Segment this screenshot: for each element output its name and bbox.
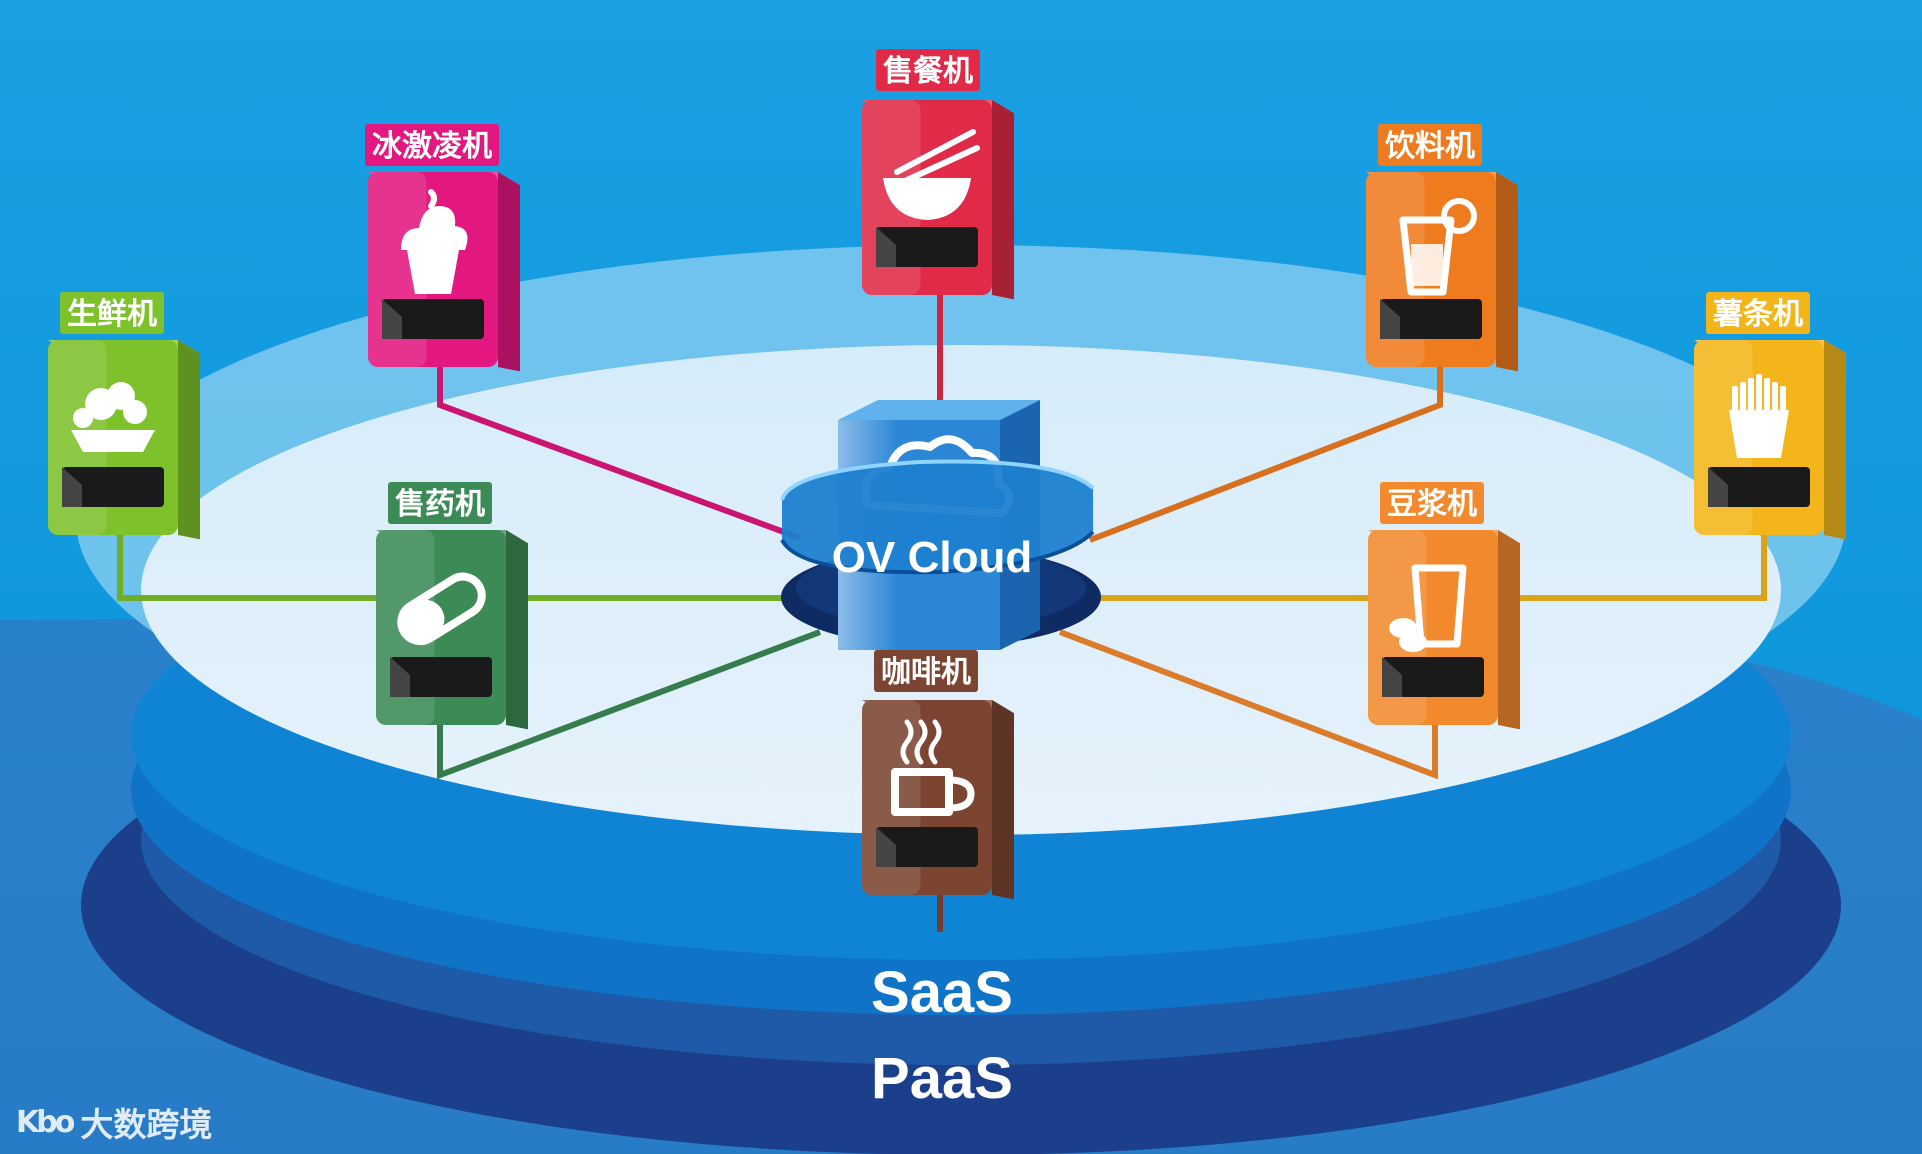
machine-label-medicine: 售药机 (388, 482, 492, 524)
machine-label-text: 售药机 (395, 487, 485, 522)
connector-drink (1088, 367, 1443, 543)
machine-label-fries: 薯条机 (1706, 292, 1810, 334)
machine-fresh: 生鲜机 (48, 292, 200, 540)
machine-label-text: 售餐机 (883, 54, 973, 89)
dispense-slot (876, 827, 978, 867)
machine-soymilk: 豆浆机 (1368, 482, 1520, 730)
machine-meal: 售餐机 (862, 49, 1014, 300)
paas-label: PaaS (871, 1046, 1013, 1111)
dispense-slot (1382, 657, 1484, 697)
machine-label-text: 薯条机 (1713, 297, 1803, 332)
dispense-slot (390, 657, 492, 697)
machine-coffee: 咖啡机 (862, 650, 1014, 900)
watermark-logo: Kbo (16, 1104, 75, 1140)
connector-fresh (117, 535, 790, 601)
machine-label-coffee: 咖啡机 (874, 650, 978, 692)
coffee-cup-icon (891, 719, 975, 816)
connection-lines (117, 295, 1767, 932)
dispense-slot (382, 299, 484, 339)
juice-glass-icon (1399, 198, 1477, 296)
machine-label-fresh: 生鲜机 (60, 292, 164, 334)
machine-medicine: 售药机 (376, 482, 528, 730)
machine-label-icecream: 冰激凌机 (365, 124, 499, 166)
watermark-text: 大数跨境 (80, 1105, 213, 1144)
vegetable-basket-icon (71, 382, 155, 452)
connector-medicine (437, 629, 822, 780)
watermark: Kbo 大数跨境 (16, 1100, 213, 1145)
machine-label-text: 饮料机 (1384, 129, 1475, 164)
machine-fries: 薯条机 (1694, 292, 1846, 540)
machine-label-text: 生鲜机 (67, 297, 157, 332)
dispense-slot (1380, 299, 1482, 339)
machine-drink: 饮料机 (1366, 124, 1518, 372)
cloud-ring (780, 459, 1095, 575)
pill-capsule-icon (397, 572, 486, 646)
saas-label: SaaS (871, 960, 1013, 1025)
machine-label-soymilk: 豆浆机 (1380, 482, 1484, 524)
soy-milk-cup-icon (1389, 564, 1467, 652)
connector-icecream (437, 367, 802, 541)
machine-icecream: 冰激凌机 (365, 124, 520, 372)
machine-label-meal: 售餐机 (876, 49, 980, 91)
machine-label-text: 豆浆机 (1387, 487, 1477, 522)
dispense-slot (62, 467, 164, 507)
machine-label-text: 冰激凌机 (372, 129, 492, 164)
french-fries-icon (1729, 374, 1789, 458)
rice-bowl-chopsticks-icon (883, 129, 980, 220)
dispense-slot (876, 227, 978, 267)
machine-label-drink: 饮料机 (1378, 124, 1482, 166)
ice-cream-icon (401, 189, 468, 294)
cloud-label: OV Cloud (832, 533, 1032, 582)
connector-soymilk (1058, 629, 1438, 780)
dispense-slot (1708, 467, 1810, 507)
machine-label-text: 咖啡机 (881, 655, 971, 690)
connector-fries (1100, 535, 1767, 601)
